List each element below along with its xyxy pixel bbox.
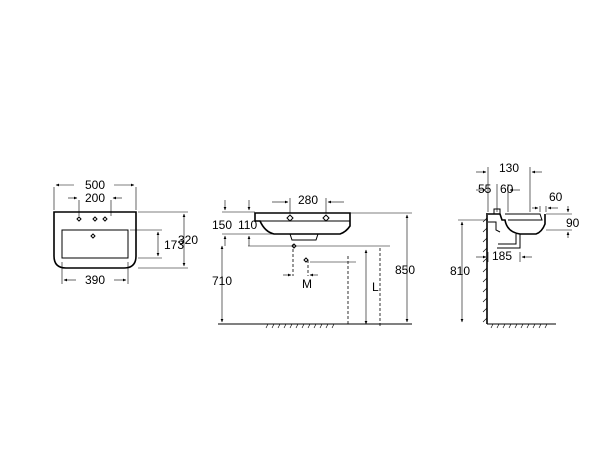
basin-outline	[53, 211, 137, 269]
section-view: 130 55 60 60 90 185 810	[450, 161, 580, 329]
side-basin	[254, 212, 351, 235]
front-view: 500 200 390 173 320	[53, 178, 198, 287]
dim-200: 200	[85, 191, 105, 205]
dim-55: 55	[478, 182, 492, 196]
dim-500: 500	[85, 178, 105, 192]
dim-90: 90	[566, 216, 580, 230]
section-basin	[488, 213, 546, 235]
dim-810: 810	[450, 264, 470, 278]
dim-M: M	[302, 277, 312, 291]
dim-390: 390	[85, 273, 105, 287]
inner-bowl	[61, 229, 129, 259]
dim-60-lip: 60	[549, 190, 563, 204]
dim-130: 130	[499, 161, 519, 175]
side-view: M L 280 150 110 710 850	[212, 193, 415, 329]
dim-150: 150	[212, 218, 232, 232]
dim-173: 173	[164, 238, 184, 252]
dim-110: 110	[238, 218, 257, 232]
dim-710: 710	[212, 274, 232, 288]
section-floor-hatch	[490, 323, 548, 329]
wall-hatch	[482, 217, 488, 323]
dim-L: L	[372, 280, 379, 294]
dim-280: 280	[298, 193, 318, 207]
tap-holes	[76, 216, 108, 239]
floor-hatch	[265, 323, 335, 329]
dim-60-bracket: 60	[500, 182, 514, 196]
dim-320: 320	[178, 233, 198, 247]
dim-185: 185	[492, 249, 512, 263]
dim-850: 850	[395, 263, 415, 277]
